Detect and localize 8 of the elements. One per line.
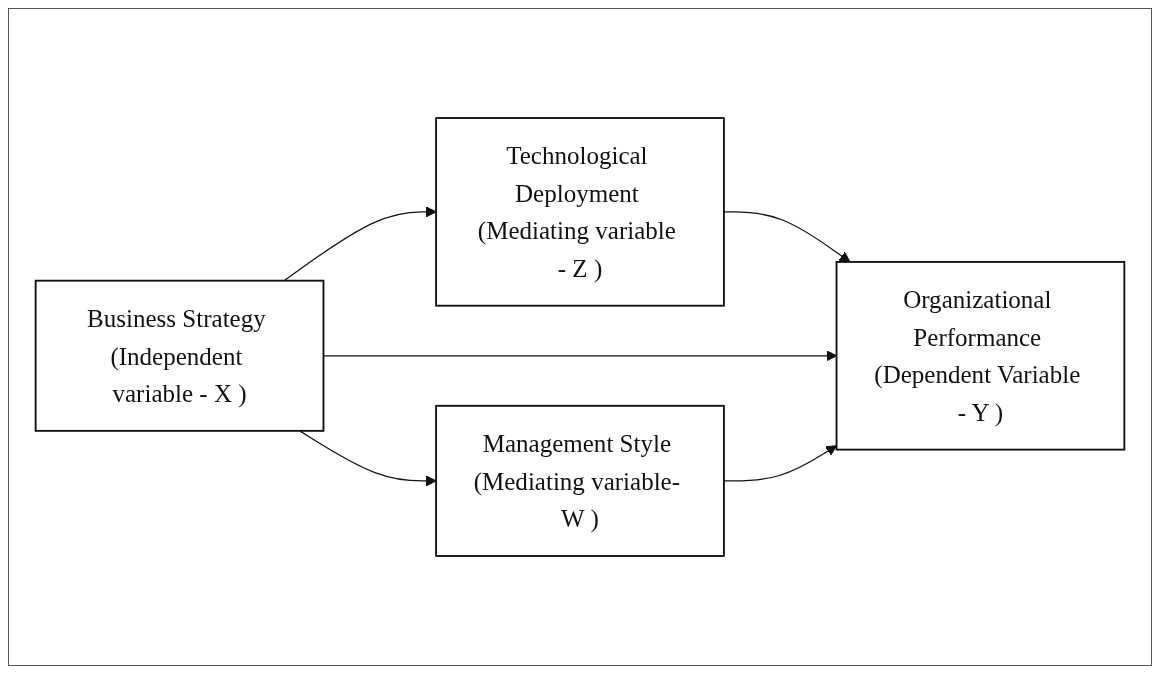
arrow xyxy=(299,430,437,487)
node-box: Business Strategy (Independent variable - X ) xyxy=(34,279,325,432)
node-box: Organizational Performance (Dependent Variable - Y ) xyxy=(835,261,1126,451)
node-box: Management Style (Mediating variable- W ) xyxy=(435,404,725,557)
arrow xyxy=(283,206,437,282)
arrow xyxy=(723,445,838,482)
arrow xyxy=(723,211,851,263)
node-box: Technological Deployment (Mediating variable - Z ) xyxy=(435,117,725,307)
